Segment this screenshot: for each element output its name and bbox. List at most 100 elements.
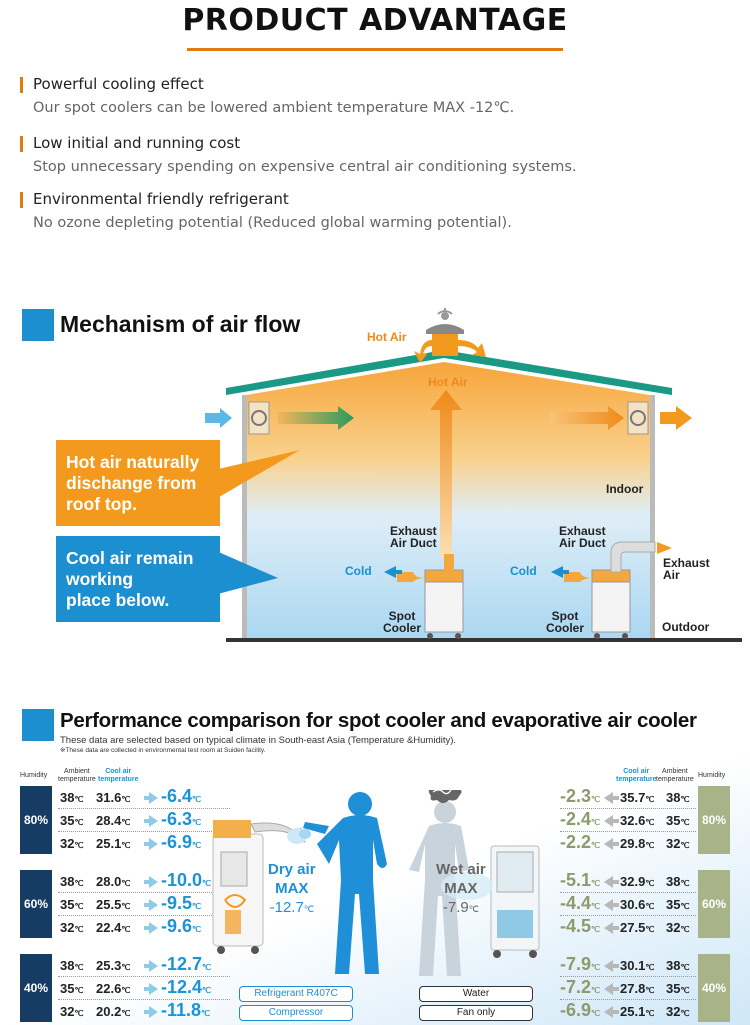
callout-hot-pointer [214,450,300,500]
advantage-desc: Our spot coolers can be lowered ambient … [33,100,515,116]
label-outdoor: Outdoor [662,620,710,634]
green-flow-arrow [278,406,354,430]
spot-delta: -9.6℃ [161,916,202,936]
wall-fan-icon [630,410,646,426]
spot-ambient: 38℃ [60,874,84,889]
spot-delta: -12.7℃ [161,954,212,974]
row-separator [58,831,230,832]
person-grey-icon [409,801,469,976]
advantage-desc: Stop unnecessary spending on expensive c… [33,159,577,175]
spot-delta: -6.4℃ [161,786,202,806]
right-arrow-icon [144,922,158,934]
right-arrow-icon [144,792,158,804]
row-separator [58,915,230,916]
left-arrow-icon [604,838,619,850]
row-separator [560,999,696,1000]
evap-ambient: 38℃ [666,958,690,973]
spot-ambient: 38℃ [60,790,84,805]
roof [226,350,672,395]
right-arrow-icon [144,815,158,827]
evap-ambient: 35℃ [666,897,690,912]
evap-cool-temp: 25.1℃ [620,1004,655,1019]
airflow-section-title: Mechanism of air flow [60,311,301,337]
evap-delta: -2.4℃ [560,809,601,829]
right-wall [650,395,655,640]
performance-subtitle: These data are selected based on typical… [60,735,457,746]
advantage-desc: No ozone depleting potential (Reduced gl… [33,215,512,231]
row-separator [560,976,696,977]
pill-compressor: Compressor [239,1005,353,1021]
spot-cool-temp: 31.6℃ [96,790,131,805]
wall-fan-icon [251,410,267,426]
roof-vent [432,332,458,356]
evap-delta: -5.1℃ [560,870,601,890]
advantage-title: Powerful cooling effect [33,75,204,93]
humidity-box-40-right: 40% [698,954,730,1022]
spot-delta: -10.0℃ [161,870,212,890]
evap-cool-temp: 29.8℃ [620,836,655,851]
label-hot-air-mid: Hot Air [428,375,468,389]
spot-ambient: 32℃ [60,836,84,851]
evap-delta: -2.3℃ [560,786,601,806]
spot-ambient: 35℃ [60,813,84,828]
left-arrow-icon [604,876,619,888]
row-separator [58,808,230,809]
left-arrow-icon [604,960,619,972]
evap-delta: -7.2℃ [560,977,601,997]
cold-arrow-left [384,566,396,578]
person-blue-icon [303,792,387,974]
spot-ambient: 35℃ [60,981,84,996]
evap-row: -7.9℃ 30.1℃ 38℃ [560,954,700,978]
evap-delta: -4.4℃ [560,893,601,913]
performance-section-title: Performance comparison for spot cooler a… [60,709,697,732]
right-arrow-icon [144,1006,158,1018]
hot-air-rise-arrow [430,390,462,558]
label-cold-left: Cold [345,564,372,578]
humidity-box-60-right: 60% [698,870,730,938]
outflow-arrow [660,406,692,430]
orange-bullet-bar [20,136,23,152]
evap-delta: -2.2℃ [560,832,601,852]
row-separator [58,892,230,893]
frustration-cloud-icon [428,790,462,803]
row-separator [560,831,696,832]
cold-arrow-right [551,566,563,578]
left-arrow-icon [604,922,619,934]
left-arrow-icon [604,983,619,995]
evap-cool-temp: 30.1℃ [620,958,655,973]
right-arrow-icon [144,838,158,850]
pill-refrigerant: Refrigerant R407C [239,986,353,1002]
orange-bullet-bar [20,192,23,208]
vent-left-arrow [414,340,432,363]
spot-cool-temp: 25.5℃ [96,897,131,912]
dry-air-label: Dry air MAX -12.7℃ [268,861,316,916]
section-marker-square [22,309,54,341]
right-arrow-icon [144,983,158,995]
orange-bullet-bar [20,77,23,93]
evap-cool-temp: 35.7℃ [620,790,655,805]
evap-delta: -7.9℃ [560,954,601,974]
left-arrow-icon [604,815,619,827]
spot-ambient: 38℃ [60,958,84,973]
evap-ambient: 38℃ [666,874,690,889]
title-underline [187,48,563,51]
spot-cooler-left [424,581,464,633]
inflow-arrow [205,408,232,428]
left-arrow-icon [604,899,619,911]
